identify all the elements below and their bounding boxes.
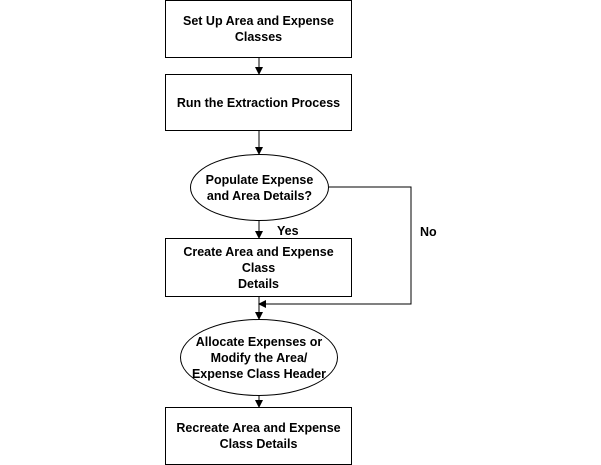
create-details-label: Create Area and Expense Class Details [183, 244, 334, 291]
populate-details-label: Populate Expense and Area Details? [205, 172, 314, 203]
populate-details-decision: Populate Expense and Area Details? [190, 154, 329, 221]
run-extraction-label: Run the Extraction Process [176, 95, 341, 110]
recreate-details-label: Recreate Area and Expense Class Details [176, 421, 341, 451]
setup-classes-label: Set Up Area and Expense Classes [183, 14, 334, 44]
allocate-expenses-label: Allocate Expenses or Modify the Area/ Ex… [191, 334, 327, 381]
no-branch-label: No [420, 225, 437, 239]
recreate-details-step: Recreate Area and Expense Class Details [165, 407, 352, 465]
arrow-no-branch [258, 186, 412, 308]
yes-branch-label: Yes [277, 224, 299, 238]
setup-classes-step: Set Up Area and Expense Classes [165, 0, 352, 58]
allocate-expenses-step: Allocate Expenses or Modify the Area/ Ex… [180, 319, 338, 396]
create-details-step: Create Area and Expense Class Details [165, 238, 352, 297]
run-extraction-step: Run the Extraction Process [165, 74, 352, 131]
